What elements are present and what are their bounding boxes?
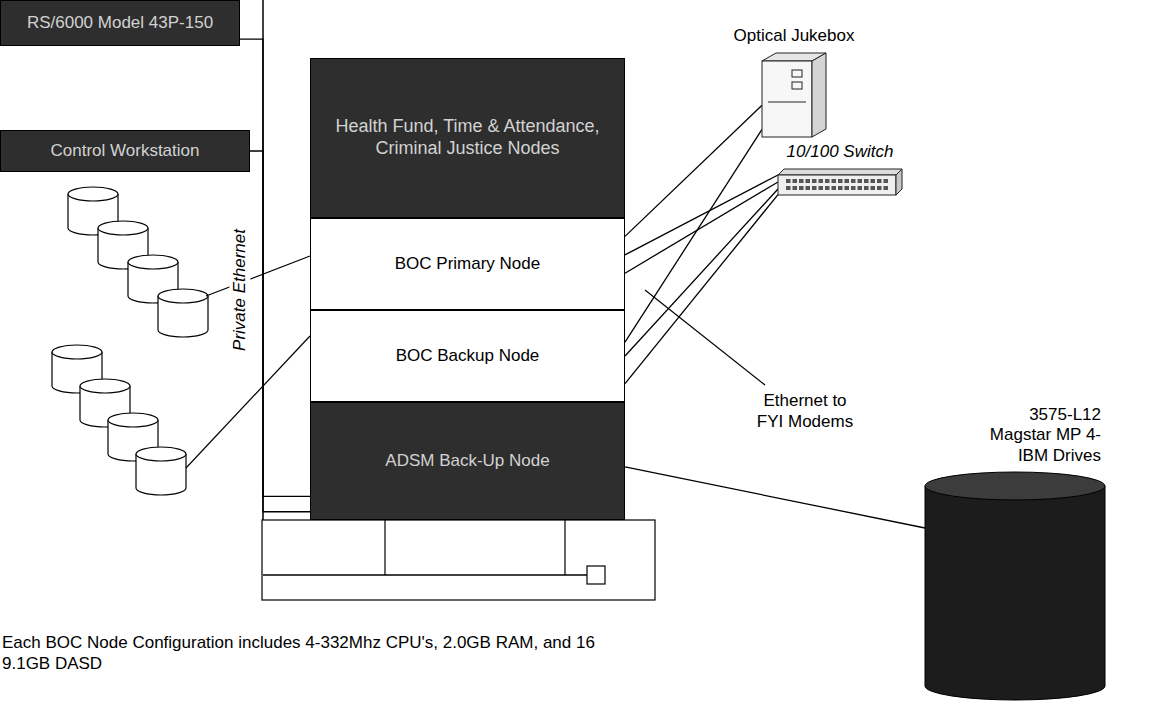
switch-port [877, 186, 882, 190]
switch-port [851, 179, 856, 183]
switch-port [819, 186, 824, 190]
workstation-box: Control Workstation [0, 130, 250, 172]
node-label: RS/6000 Model 43P-150 [27, 13, 213, 33]
frame-tick [384, 520, 385, 575]
jukebox-icon-outline [762, 52, 826, 138]
switch-port [793, 186, 798, 190]
node-label: Health Fund, Time & Attendance, Criminal… [330, 116, 605, 159]
node-label: BOC Backup Node [396, 346, 540, 366]
switch-port [871, 179, 876, 183]
switch-port [877, 179, 882, 183]
switch-icon-outline [778, 168, 902, 196]
node-heading: Optical Jukebox [734, 26, 855, 46]
cabinet-front [762, 61, 812, 137]
switch-port [884, 179, 889, 183]
switch-front [778, 175, 896, 195]
primary-node-box: BOC Primary Node [310, 218, 625, 310]
server-box: RS/6000 Model 43P-150 [0, 0, 240, 46]
switch-port [832, 186, 837, 190]
frame-base [262, 520, 655, 600]
switch-port [845, 179, 850, 183]
switch-port [793, 179, 798, 183]
switch-port [799, 186, 804, 190]
bus-line [263, 574, 587, 576]
node-label: ADSM Back-Up Node [385, 451, 549, 471]
switch-port [786, 179, 791, 183]
disk-link [206, 256, 310, 296]
callout-label: Ethernet to FYI Modems [753, 390, 857, 433]
node-heading: 10/100 Switch [787, 142, 894, 162]
cabinet-line [768, 102, 806, 103]
backup-node-box: BOC Backup Node [310, 310, 625, 402]
node-group-box: Health Fund, Time & Attendance, Criminal… [310, 58, 625, 218]
node-label: BOC Primary Node [395, 254, 540, 274]
switch-port [806, 179, 811, 183]
disk-symbol [136, 447, 186, 495]
switch-side [896, 169, 902, 195]
network-label: Private Ethernet [229, 226, 250, 354]
network-link [625, 105, 762, 236]
node-heading: 3575-L12 Magstar MP 4-IBM Drives [987, 405, 1101, 466]
tape-library-outline [925, 470, 1105, 702]
switch-port [838, 186, 843, 190]
library-top [925, 472, 1105, 500]
footnote: Each BOC Node Configuration includes 4-3… [2, 632, 622, 675]
library-body [925, 486, 1105, 700]
switch-port [825, 186, 830, 190]
switch-port [799, 179, 804, 183]
switch-port [858, 186, 863, 190]
bus-line [263, 574, 587, 576]
cabinet-slot [792, 70, 802, 77]
switch-port [812, 186, 817, 190]
disk-symbol [158, 289, 208, 337]
switch-port [838, 179, 843, 183]
disk-group [52, 345, 186, 495]
network-link [625, 467, 925, 528]
frame-tick [564, 520, 565, 575]
tape-library: 3575-L12 Magstar MP 4-IBM Drives [925, 470, 1105, 702]
switch-port [864, 186, 869, 190]
disk-group [68, 187, 208, 337]
switch-port [819, 179, 824, 183]
backup-server-box: ADSM Back-Up Node [310, 402, 625, 520]
network-link [625, 182, 778, 273]
switch-port [812, 179, 817, 183]
switch-port [806, 186, 811, 190]
switch-port [864, 179, 869, 183]
frame-port [587, 566, 605, 584]
switch-port [871, 186, 876, 190]
network-link [625, 195, 778, 384]
switch-port [786, 186, 791, 190]
network-link [625, 129, 762, 342]
switch-port [858, 179, 863, 183]
base-frame [262, 520, 655, 600]
switch-port [884, 186, 889, 190]
switch-icon: 10/100 Switch [778, 168, 902, 196]
switch-port [832, 179, 837, 183]
disk-link [186, 336, 310, 468]
node-label: Control Workstation [51, 141, 200, 161]
jukebox-icon: Optical Jukebox [762, 52, 826, 138]
network-link [250, 151, 310, 512]
switch-port [851, 186, 856, 190]
switch-port [825, 179, 830, 183]
network-link [625, 189, 778, 356]
cabinet-side [812, 53, 826, 137]
cabinet-slot [792, 82, 802, 89]
switch-top [778, 169, 902, 175]
switch-port [845, 186, 850, 190]
